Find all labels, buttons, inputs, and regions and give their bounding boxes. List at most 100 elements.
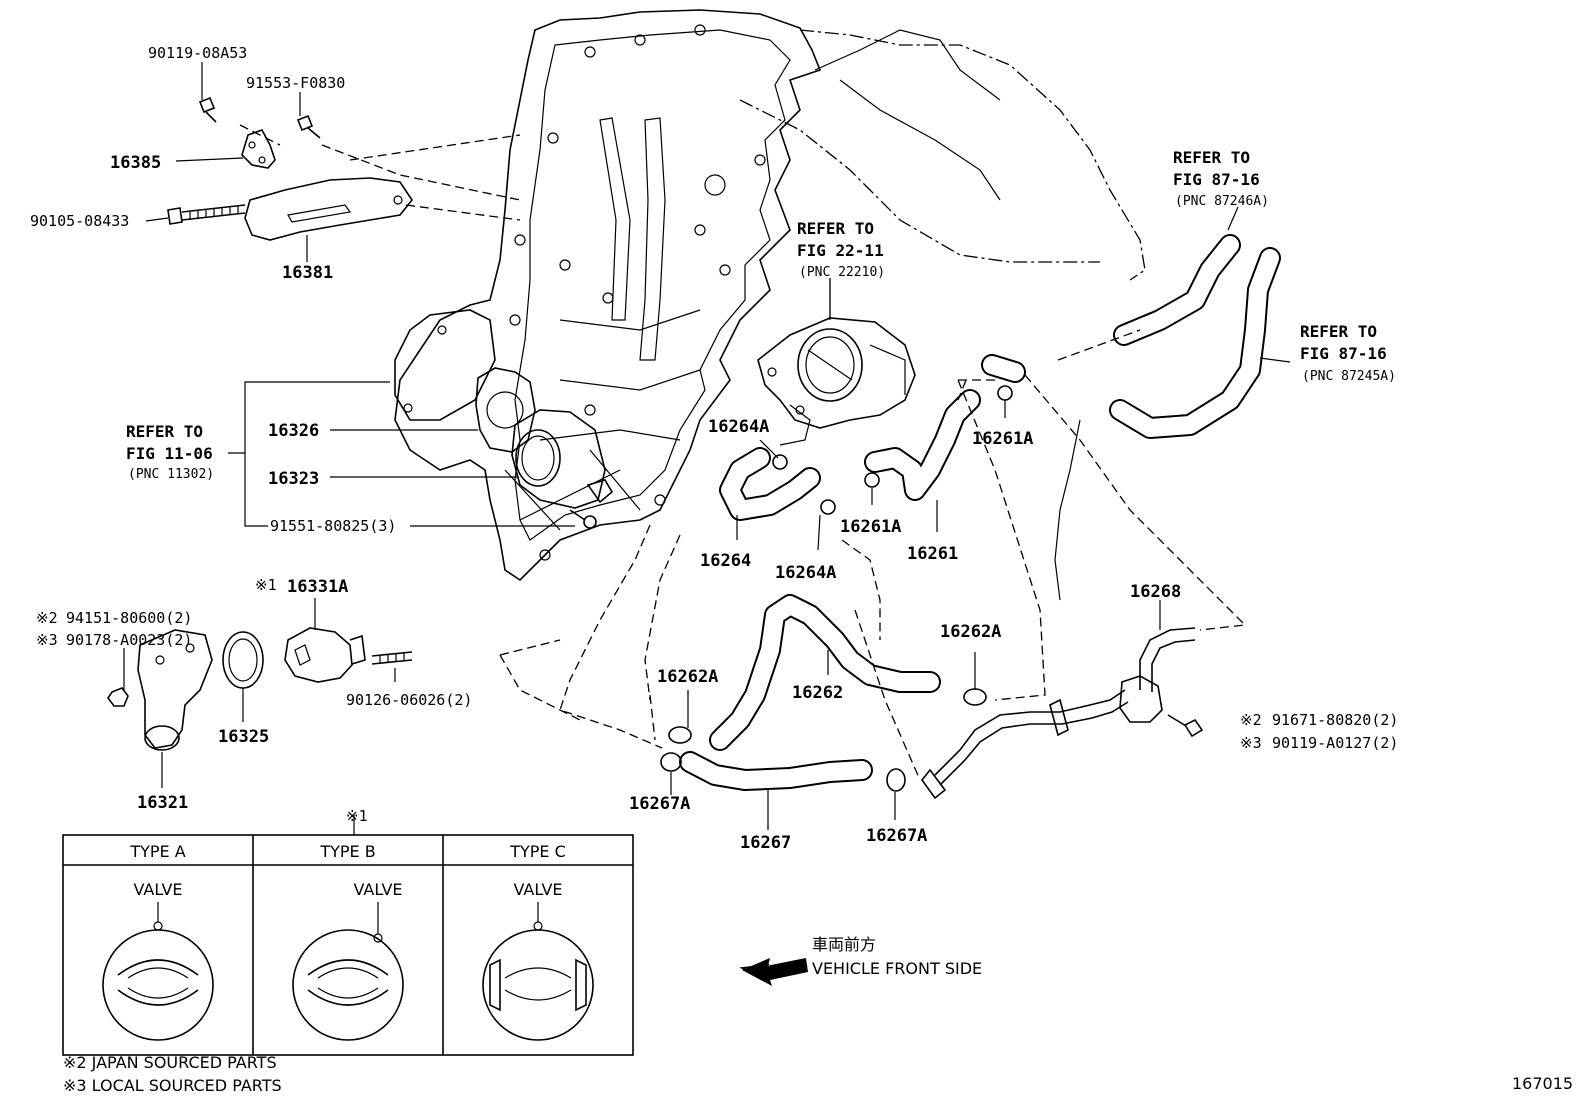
gasket-16325[interactable] [222, 631, 264, 689]
pipe-16268[interactable] [920, 627, 1196, 800]
part-number-labels: 90119-08A53 91553-F0830 16385 90105-0843… [30, 44, 1398, 853]
vehicle-front-arrow-icon [739, 958, 808, 986]
clamp-16262A-right[interactable] [963, 688, 987, 706]
bolt-91671-80820[interactable] [1167, 714, 1204, 738]
clamp-16261A-upper[interactable] [997, 385, 1013, 401]
label-16321[interactable]: 16321 [137, 793, 188, 813]
leader-lines [123, 62, 1291, 835]
bolt-91551-80825[interactable] [569, 509, 597, 529]
ref-87-16-b-line3: (PNC 87245A) [1302, 369, 1396, 384]
ref-22-11-line3: (PNC 22210) [799, 265, 885, 280]
marker-note-3-bolt: ※3 [1240, 734, 1262, 752]
ref-87-16-b-line1: REFER TO [1300, 322, 1377, 341]
marker-note-3-nut: ※3 [36, 631, 58, 649]
valve-label-type-b: VALVE [353, 880, 402, 899]
label-16268[interactable]: 16268 [1130, 582, 1181, 602]
label-90105-08433[interactable]: 90105-08433 [30, 212, 129, 230]
clamp-16264A-upper[interactable] [772, 454, 788, 470]
label-90126-06026[interactable]: 90126-06026(2) [346, 691, 472, 709]
valve-type-b-symbol [292, 902, 404, 1041]
label-16325[interactable]: 16325 [218, 727, 269, 747]
ref-11-06-line1: REFER TO [126, 422, 203, 441]
table-header-type-c: TYPE C [509, 842, 566, 861]
table-header-type-b: TYPE B [319, 842, 375, 861]
label-16381[interactable]: 16381 [282, 263, 333, 283]
label-16385[interactable]: 16385 [110, 153, 161, 173]
label-91671-80820[interactable]: 91671-80820(2) [1272, 711, 1398, 729]
water-outlet-16321[interactable] [137, 629, 213, 751]
label-94151-80600[interactable]: 94151-80600(2) [66, 609, 192, 627]
label-16267A-left[interactable]: 16267A [629, 794, 690, 814]
throttle-body [757, 278, 916, 446]
ref-fig-87-16-b[interactable]: REFER TO FIG 87-16 (PNC 87245A) [1300, 322, 1396, 384]
label-16264A-upper[interactable]: 16264A [708, 417, 769, 437]
hose-16264[interactable] [719, 447, 821, 521]
ref-11-06-line2: FIG 11-06 [126, 444, 213, 463]
marker-note-1: ※1 [255, 576, 277, 594]
ref-fig-11-06[interactable]: REFER TO FIG 11-06 (PNC 11302) [126, 422, 214, 482]
label-16267A-right[interactable]: 16267A [866, 826, 927, 846]
nut-94151-80600[interactable] [107, 687, 129, 707]
label-16262[interactable]: 16262 [792, 683, 843, 703]
ref-22-11-line2: FIG 22-11 [797, 241, 884, 260]
label-16264[interactable]: 16264 [700, 551, 751, 571]
clamp-16262A-left[interactable] [668, 726, 692, 744]
label-91551-80825[interactable]: 91551-80825(3) [270, 517, 396, 535]
ref-11-06-line3: (PNC 11302) [128, 467, 214, 482]
ref-87-16-b-line2: FIG 87-16 [1300, 344, 1387, 363]
valve-label-type-c: VALVE [513, 880, 562, 899]
label-16261A-lower[interactable]: 16261A [840, 517, 901, 537]
diagram-number: 167015 [1512, 1074, 1573, 1093]
valve-type-a-symbol [102, 902, 214, 1041]
ref-fig-87-16-a[interactable]: REFER TO FIG 87-16 (PNC 87246A) [1173, 148, 1269, 209]
bracket-16381[interactable] [244, 177, 413, 241]
hose-16267[interactable] [679, 751, 873, 791]
reference-labels: REFER TO FIG 11-06 (PNC 11302) REFER TO … [126, 148, 1396, 482]
bolt-90119-08A53[interactable] [198, 96, 217, 123]
clamp-16261A-lower[interactable] [864, 472, 880, 488]
heater-hoses [981, 234, 1281, 439]
clamp-16264A-lower[interactable] [820, 499, 836, 515]
dashed-assembly-lines [559, 329, 1247, 781]
hose-16261[interactable] [864, 389, 981, 501]
label-16326[interactable]: 16326 [268, 421, 319, 441]
label-16262A-left[interactable]: 16262A [657, 667, 718, 687]
label-16264A-lower[interactable]: 16264A [775, 563, 836, 583]
clamp-16267A-right[interactable] [886, 768, 906, 792]
marker-note-2-bolt: ※2 [1240, 711, 1262, 729]
bolt-90105-08433[interactable] [167, 204, 246, 225]
label-16261[interactable]: 16261 [907, 544, 958, 564]
ref-87-16-a-line1: REFER TO [1173, 148, 1250, 167]
label-16262A-right[interactable]: 16262A [940, 622, 1001, 642]
label-90178-A0023[interactable]: 90178-A0023(2) [66, 631, 192, 649]
label-16267[interactable]: 16267 [740, 833, 791, 853]
type-table [62, 834, 634, 1056]
direction-english: VEHICLE FRONT SIDE [812, 959, 982, 978]
marker-note-2-nut: ※2 [36, 609, 58, 627]
footnotes: ※2 JAPAN SOURCED PARTS ※3 LOCAL SOURCED … [63, 1053, 1573, 1095]
clamp-16267A-left[interactable] [660, 752, 682, 772]
valve-type-c-symbol [482, 902, 594, 1041]
ref-87-16-a-line3: (PNC 87246A) [1175, 194, 1269, 209]
bolt-91553-F0830[interactable] [296, 114, 321, 139]
label-16331A[interactable]: 16331A [287, 577, 348, 597]
label-16261A-upper[interactable]: 16261A [972, 429, 1033, 449]
bracket-16385[interactable] [241, 129, 276, 169]
engine-outline-phantom-lines [239, 29, 1146, 281]
label-90119-08A53[interactable]: 90119-08A53 [148, 44, 247, 62]
ref-22-11-line1: REFER TO [797, 219, 874, 238]
direction-label: 車両前方 VEHICLE FRONT SIDE [812, 935, 982, 978]
hose-16262[interactable] [709, 594, 941, 751]
ref-fig-22-11[interactable]: REFER TO FIG 22-11 (PNC 22210) [797, 219, 885, 280]
label-16323[interactable]: 16323 [268, 469, 319, 489]
label-91553-F0830[interactable]: 91553-F0830 [246, 74, 345, 92]
water-inlet-16323[interactable] [511, 409, 614, 509]
label-90119-A0127[interactable]: 90119-A0127(2) [1272, 734, 1398, 752]
stud-90126-06026[interactable] [371, 651, 413, 665]
thermostat-16331A[interactable] [284, 627, 366, 683]
type-table-text: ※1 TYPE A TYPE B TYPE C VALVE VALVE VALV… [129, 807, 565, 899]
engine-timing-cover [394, 9, 1081, 721]
note-local-sourced: ※3 LOCAL SOURCED PARTS [63, 1076, 282, 1095]
